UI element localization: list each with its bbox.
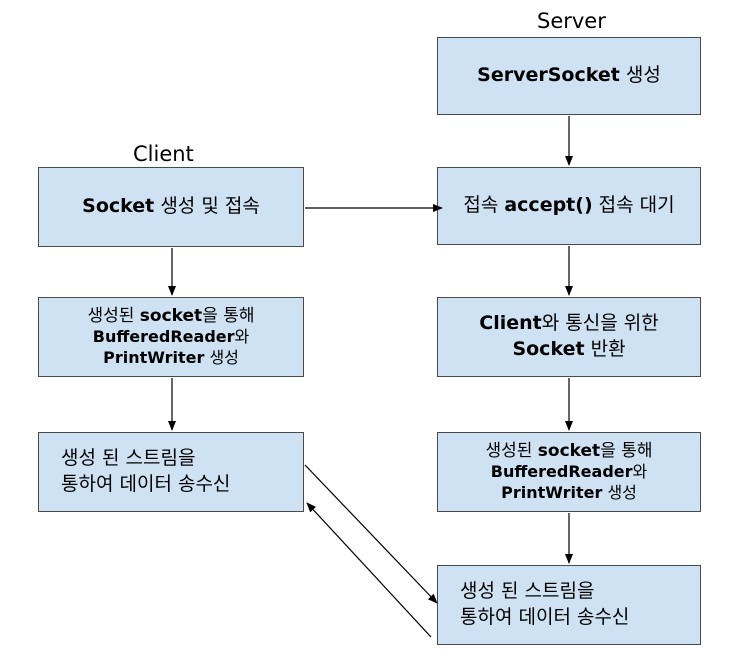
arrow-client-stream-to-server-stream bbox=[304, 464, 438, 604]
server-stream-transfer-box: 생성 된 스트림을 통하여 데이터 송수신 bbox=[437, 565, 701, 645]
client-reader-writer-box: 생성된 socket을 통해 BufferedReader와 PrintWrit… bbox=[38, 297, 304, 377]
server-accept-text: 접속 accept() 접속 대기 bbox=[463, 194, 675, 217]
server-socket-create-text: ServerSocket 생성 bbox=[477, 64, 661, 87]
client-stream-transfer-line2: 통하여 데이터 송수신 bbox=[61, 473, 231, 495]
server-accept-box: 접속 accept() 접속 대기 bbox=[437, 167, 701, 245]
server-reader-writer-line2: BufferedReader와 bbox=[490, 462, 648, 482]
server-reader-writer-line3: PrintWriter 생성 bbox=[501, 483, 637, 503]
server-stream-transfer-line2: 통하여 데이터 송수신 bbox=[460, 606, 630, 628]
client-socket-connect-box: Socket 생성 및 접속 bbox=[38, 167, 304, 247]
server-return-socket-line2: Socket 반환 bbox=[512, 338, 626, 360]
client-label: Client bbox=[133, 142, 194, 166]
client-stream-transfer-box: 생성 된 스트림을 통하여 데이터 송수신 bbox=[38, 432, 304, 512]
server-label: Server bbox=[537, 9, 606, 33]
server-return-socket-line1: Client와 통신을 위한 bbox=[479, 312, 659, 335]
server-return-socket-box: Client와 통신을 위한 Socket 반환 bbox=[437, 297, 701, 377]
client-stream-transfer-line1: 생성 된 스트림을 bbox=[61, 447, 196, 470]
server-socket-create-box: ServerSocket 생성 bbox=[437, 37, 701, 115]
server-reader-writer-line1: 생성된 socket을 통해 bbox=[485, 441, 653, 462]
server-stream-transfer-line1: 생성 된 스트림을 bbox=[460, 580, 595, 603]
client-reader-writer-line3: PrintWriter 생성 bbox=[103, 348, 239, 368]
client-reader-writer-line2: BufferedReader와 bbox=[92, 327, 250, 347]
server-reader-writer-box: 생성된 socket을 통해 BufferedReader와 PrintWrit… bbox=[437, 432, 701, 512]
client-reader-writer-line1: 생성된 socket을 통해 bbox=[87, 306, 255, 327]
client-socket-connect-text: Socket 생성 및 접속 bbox=[82, 195, 260, 218]
arrow-server-stream-to-client-stream bbox=[306, 502, 432, 638]
